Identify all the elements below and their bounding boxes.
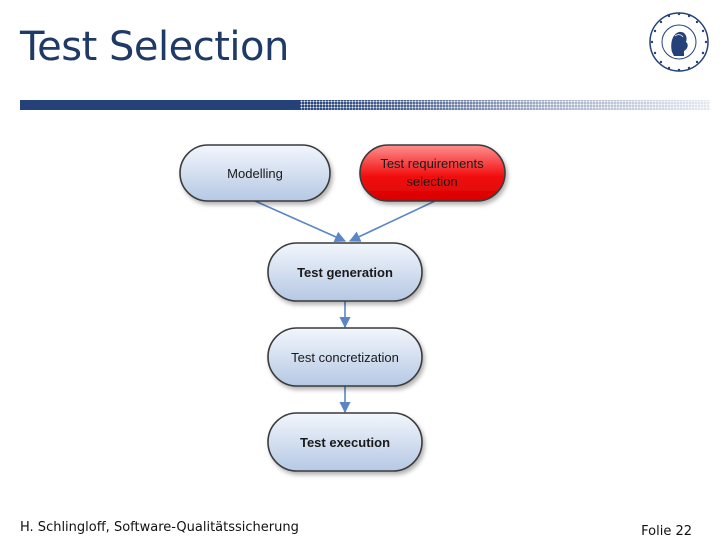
node-label: Test generation bbox=[297, 265, 393, 280]
test-selection-flow-diagram: Modelling Test requirements selection Te… bbox=[179, 144, 506, 472]
node-label-line-2: selection bbox=[406, 174, 457, 189]
university-seal-icon bbox=[649, 12, 709, 72]
footer-author: H. Schlingloff, Software-Qualitätssicher… bbox=[20, 520, 299, 535]
node-label: Test execution bbox=[300, 435, 390, 450]
title-bar-texture bbox=[300, 100, 710, 110]
node-test-requirements-selection: Test requirements selection bbox=[359, 144, 506, 202]
slide-title: Test Selection bbox=[20, 24, 289, 70]
node-test-generation: Test generation bbox=[267, 242, 423, 302]
edge-requirements-to-test-generation bbox=[348, 200, 436, 242]
node-label-line-1: Test requirements bbox=[380, 156, 484, 171]
node-label: Test concretization bbox=[291, 350, 399, 365]
node-test-concretization: Test concretization bbox=[267, 327, 423, 387]
footer-slide-number: Folie 22 bbox=[641, 524, 692, 539]
edge-modelling-to-test-generation bbox=[254, 200, 347, 243]
node-label: Modelling bbox=[227, 166, 283, 181]
node-modelling: Modelling bbox=[179, 144, 331, 202]
node-test-execution: Test execution bbox=[267, 412, 423, 472]
